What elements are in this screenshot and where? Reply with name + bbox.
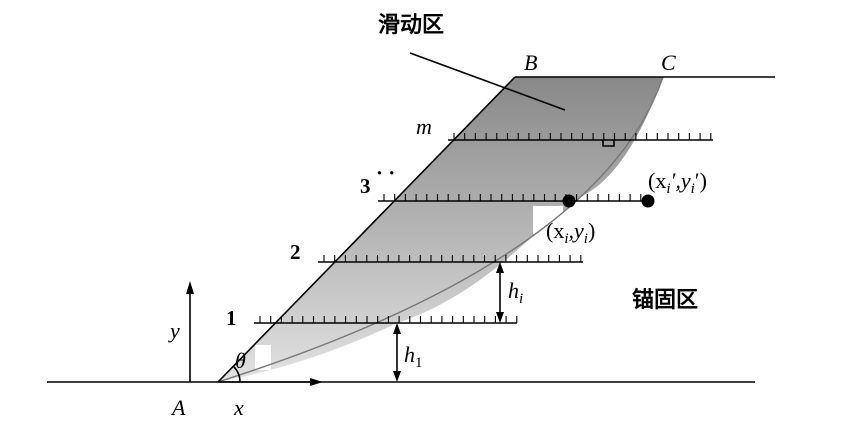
sliding-zone-fill-fix: [218, 77, 663, 382]
y-arrow-icon: [186, 281, 194, 294]
point-a-label: A: [170, 395, 186, 420]
row-ellipsis: · ·: [376, 161, 395, 185]
point-xi-yi: [562, 194, 576, 208]
x-axis-label: x: [233, 395, 244, 420]
slip-surface-curve: [217, 76, 664, 383]
point-xi-yi-label: (xi,yi): [546, 218, 595, 247]
anchor-rows: [254, 133, 713, 324]
point-xi-yi-prime-label: (xi′,yi′): [648, 168, 707, 197]
row-2-label: 2: [290, 240, 301, 264]
y-axis-label: y: [168, 318, 180, 343]
row-1-label: 1: [226, 306, 237, 330]
point-b-label: B: [524, 50, 537, 75]
anchor-row-4: [448, 133, 713, 141]
hi-label: hi: [508, 278, 523, 307]
white-patch: [533, 206, 563, 234]
sliding-zone-label: 滑动区: [378, 13, 444, 38]
anchor-row-2: [318, 255, 583, 263]
row-3-label: 3: [360, 174, 371, 198]
slope-face: [217, 76, 516, 383]
h1-label: h1: [404, 342, 423, 371]
point-c-label: C: [661, 50, 676, 75]
h1-dimension: [393, 323, 401, 382]
row-m-label: m: [416, 114, 432, 139]
angle-label: θ: [235, 348, 246, 373]
anchor-row-1: [254, 316, 518, 324]
point-xi-yi-prime: [641, 194, 655, 208]
anchorage-zone-label: 锚固区: [632, 287, 698, 313]
white-patch: [255, 345, 271, 370]
anchor-row-3: [378, 194, 648, 202]
leader-line: [409, 52, 566, 111]
x-arrow-icon: [310, 378, 323, 386]
right-angle-mark: [602, 140, 615, 147]
angle-arc: [232, 365, 241, 383]
hi-dimension: [496, 262, 504, 323]
